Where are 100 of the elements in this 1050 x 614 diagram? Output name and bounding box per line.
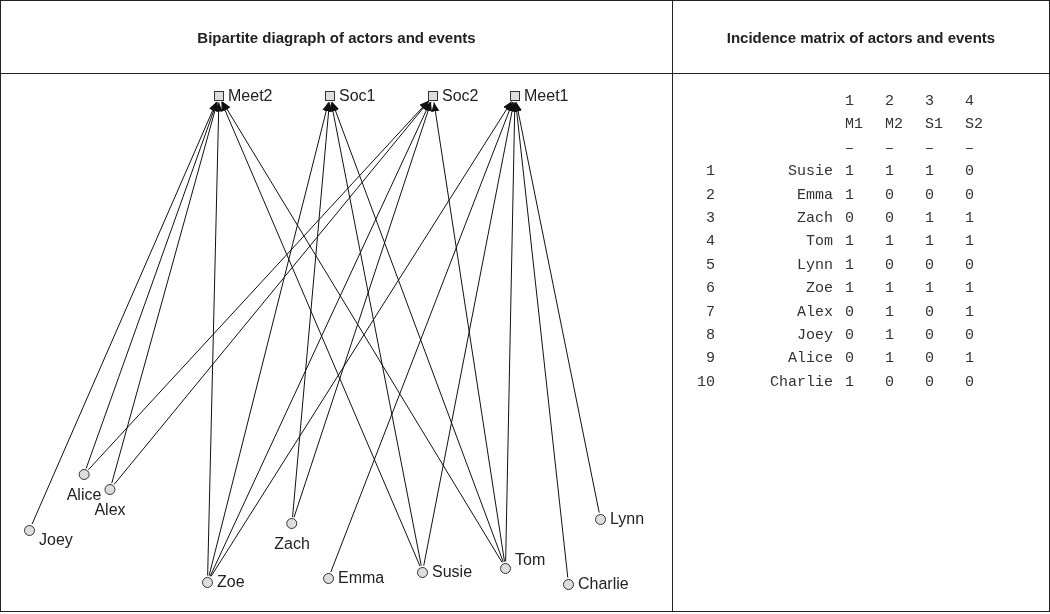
column-header: M1	[844, 116, 864, 136]
matrix-value: 0	[924, 256, 935, 276]
actor-name: Susie	[787, 163, 833, 183]
actor-name: Lynn	[796, 256, 833, 276]
matrix-value: 1	[844, 256, 855, 276]
matrix-value: 1	[844, 373, 855, 393]
matrix-value: 0	[964, 256, 975, 276]
arrow	[514, 101, 600, 514]
matrix-value: 1	[884, 280, 895, 300]
arrow	[512, 101, 569, 579]
matrix-value: 1	[884, 303, 895, 323]
arrow	[293, 101, 432, 518]
panel	[672, 0, 1050, 612]
matrix-value: 0	[884, 256, 895, 276]
event-name: Soc1	[339, 87, 376, 105]
column-header: 4	[964, 93, 975, 112]
matrix-value: 0	[884, 373, 895, 393]
row-number: 1	[705, 163, 715, 183]
matrix-value: 0	[964, 163, 975, 183]
actor-name: Emma	[796, 186, 833, 206]
actor-name: Lynn	[610, 510, 645, 528]
row-number: 7	[705, 303, 715, 323]
matrix-value: 1	[924, 163, 935, 183]
arrow	[505, 102, 519, 562]
actor-node	[595, 510, 645, 528]
matrix-value: 0	[924, 186, 935, 206]
matrix-value: 0	[964, 373, 975, 393]
row-number: 6	[705, 280, 715, 300]
arrow	[292, 101, 333, 518]
matrix-value: 0	[924, 373, 935, 393]
row-number: 10	[696, 373, 715, 393]
arrow	[31, 101, 217, 525]
actor-name: Emma	[338, 569, 385, 587]
matrix-value: 0	[844, 209, 855, 229]
matrix-value: 0	[884, 186, 895, 206]
matrix-value: 1	[964, 303, 975, 323]
actor-name: Alex	[94, 501, 126, 519]
actor-name: Zoe	[217, 573, 245, 591]
arrow	[431, 101, 505, 563]
row-number: 2	[705, 186, 715, 206]
actor-name: Alex	[796, 303, 833, 323]
matrix-value: 0	[844, 303, 855, 323]
matrix-value: 0	[884, 209, 895, 229]
matrix-value: 0	[844, 326, 855, 346]
matrix-value: 1	[844, 233, 855, 253]
row-number: 5	[705, 256, 715, 276]
header-rule: –	[964, 139, 975, 159]
column-header: 1	[844, 93, 855, 112]
matrix-value: 1	[844, 280, 855, 300]
column-header: S2	[964, 116, 984, 136]
matrix-value: 0	[924, 350, 935, 370]
arrow	[207, 102, 223, 576]
matrix-value: 1	[924, 280, 935, 300]
arrow	[111, 101, 219, 484]
header-rule: –	[844, 139, 855, 159]
matrix-value: 1	[884, 163, 895, 183]
matrix-value: 0	[964, 186, 975, 206]
event-name: Meet2	[228, 87, 273, 105]
arrow	[208, 101, 331, 577]
arrow	[329, 101, 422, 567]
panel	[0, 0, 673, 612]
event-name: Meet1	[524, 87, 569, 105]
matrix-value: 0	[964, 326, 975, 346]
matrix-value: 1	[964, 350, 975, 370]
matrix-value: 1	[844, 163, 855, 183]
matrix-value: 1	[924, 233, 935, 253]
header-rule: –	[924, 139, 935, 159]
header-rule: –	[884, 139, 895, 159]
column-header: 3	[924, 93, 935, 112]
row-number: 9	[705, 350, 715, 370]
event-name: Soc2	[442, 87, 479, 105]
column-header: M2	[884, 116, 904, 136]
matrix-value: 1	[964, 209, 975, 229]
matrix-value: 1	[964, 233, 975, 253]
matrix-value: 0	[924, 303, 935, 323]
panel-heading: Incidence matrix of actors and events	[726, 28, 996, 46]
row-number: 3	[705, 209, 715, 229]
row-number: 4	[705, 233, 715, 253]
panel-heading: Bipartite diagraph of actors and events	[197, 28, 476, 46]
column-header: 2	[884, 93, 895, 112]
matrix-value: 0	[924, 326, 935, 346]
actor-name: Joey	[39, 531, 73, 549]
arrow	[423, 101, 516, 567]
matrix-value: 1	[884, 326, 895, 346]
matrix-value: 1	[924, 209, 935, 229]
matrix-value: 1	[884, 350, 895, 370]
actor-name: Alice	[787, 350, 833, 370]
actor-name: Zach	[274, 535, 310, 553]
actor-name: Zach	[796, 209, 833, 229]
actor-name: Charlie	[578, 575, 629, 593]
matrix-value: 1	[884, 233, 895, 253]
matrix-value: 1	[844, 186, 855, 206]
actor-name: Charlie	[769, 373, 833, 393]
actor-name: Joey	[796, 326, 833, 346]
matrix-value: 0	[844, 350, 855, 370]
actor-name: Susie	[432, 563, 473, 581]
actor-name: Tom	[515, 551, 546, 569]
actor-name: Tom	[805, 233, 833, 253]
actor-name: Zoe	[805, 280, 833, 300]
row-number: 8	[705, 326, 715, 346]
